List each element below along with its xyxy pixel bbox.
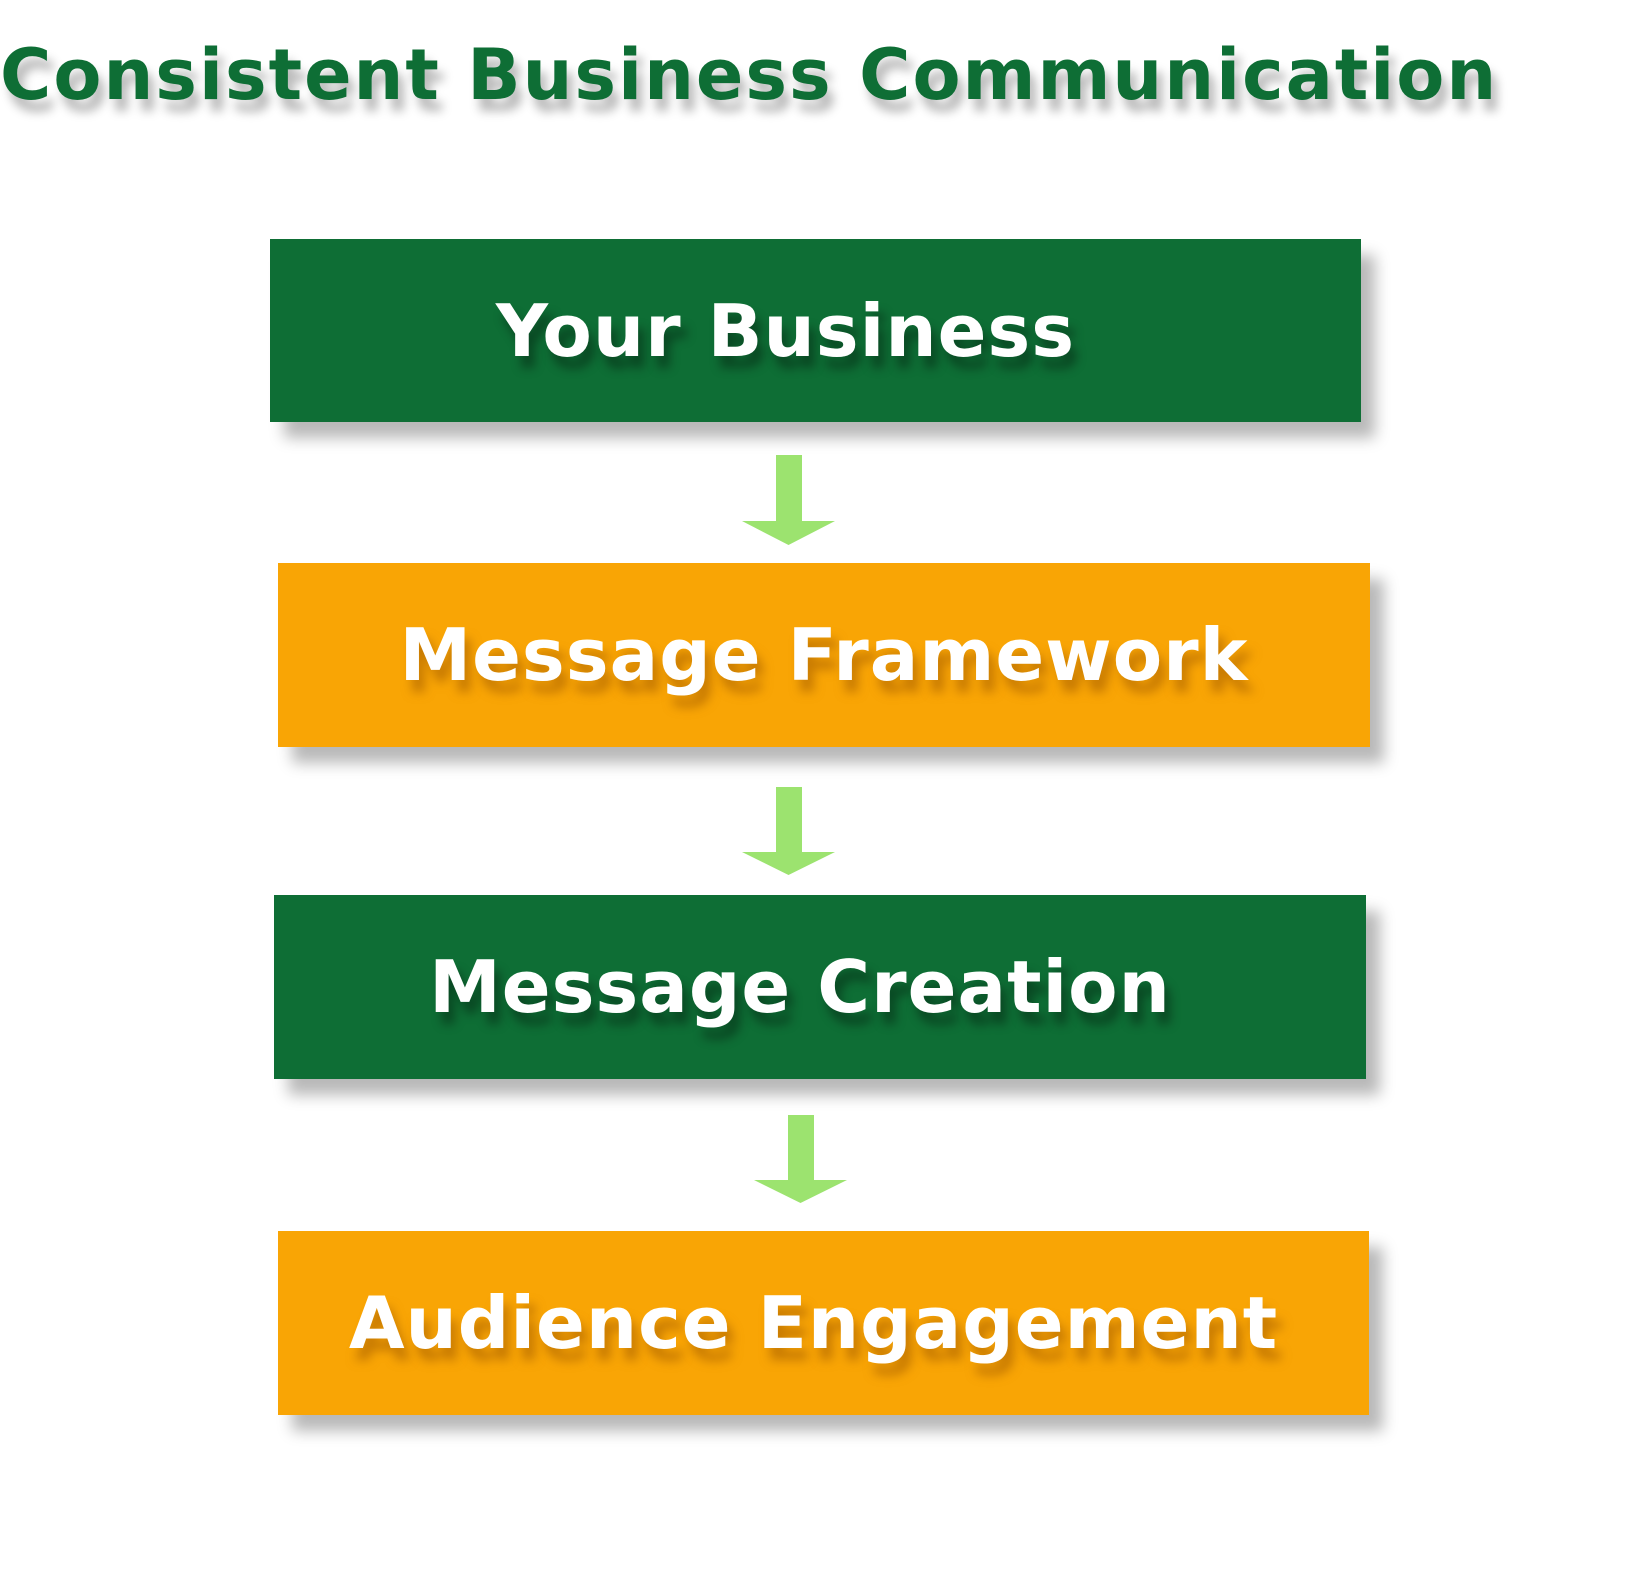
step-message-framework: Message Framework (278, 563, 1370, 747)
step-label: Message Framework (399, 613, 1249, 697)
step-label: Audience Engagement (348, 1281, 1279, 1365)
down-arrow-icon (754, 1115, 847, 1203)
step-message-creation: Message Creation (274, 895, 1366, 1079)
step-your-business: Your Business (270, 239, 1361, 422)
step-audience-engagement: Audience Engagement (278, 1231, 1369, 1415)
step-label: Your Business (495, 288, 1076, 373)
diagram-title: Consistent Business Communication (0, 34, 1499, 116)
down-arrow-icon (742, 455, 835, 545)
step-label: Message Creation (429, 945, 1171, 1029)
down-arrow-icon (742, 787, 835, 875)
